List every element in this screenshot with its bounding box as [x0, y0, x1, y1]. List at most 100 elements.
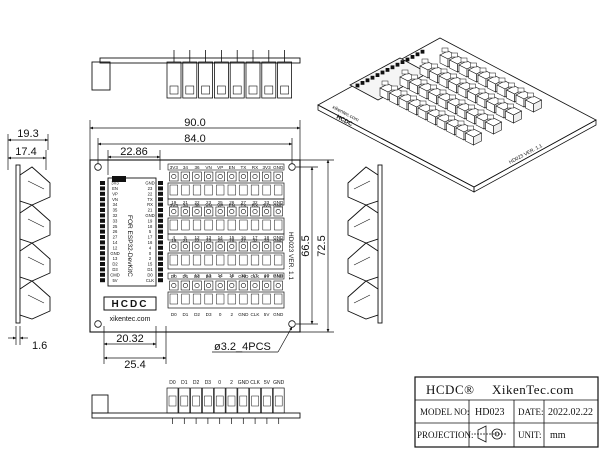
terminal-label-bottom: 5V: [264, 312, 271, 317]
terminal-label-bottom: 15: [229, 273, 235, 278]
module-pin-label-left: 32: [113, 213, 118, 218]
terminal-label-bottom: 3V3: [170, 203, 179, 208]
screw-terminal: [250, 280, 260, 291]
screw-terminal: [192, 171, 202, 182]
module-pin-label-right: TX: [147, 197, 153, 202]
header-pin: [100, 267, 105, 272]
dim-hole-spacing-y: 66.5: [300, 235, 312, 256]
terminal-label-bottom: D1: [182, 312, 188, 317]
top-elevation-view: [91, 50, 301, 99]
iso-terminal: [524, 92, 543, 113]
dim-pitch-b: 25.4: [124, 359, 145, 371]
terminal-label-bottom: 32: [252, 238, 258, 243]
screw-terminal: [261, 171, 272, 182]
terminal-side-profile: [198, 50, 214, 99]
terminal-label-bottom: 23: [206, 238, 212, 243]
iso-header-pin: [410, 55, 415, 59]
terminal-label-top: D0: [171, 274, 177, 279]
module-pin-label-right: 2: [149, 256, 152, 261]
terminal-label-bottom: VN: [205, 203, 211, 208]
terminal-label-bottom: 12: [194, 273, 200, 278]
terminal-label-top: 15: [229, 235, 235, 240]
board-site: xikentec.com: [110, 316, 151, 323]
screw-terminal: [250, 241, 260, 252]
header-pin: [158, 240, 163, 245]
screw-terminal: [250, 206, 260, 217]
terminal-label-bottom: 18: [264, 273, 270, 278]
header-pin: [158, 197, 163, 202]
terminal-side-profile: [229, 50, 245, 99]
terminal-label-bottom: GND: [273, 238, 284, 243]
screw-terminal: [204, 206, 214, 217]
header-pin: [158, 186, 163, 191]
terminal-label-top: 21: [183, 200, 189, 205]
terminal-label-top: D1: [182, 274, 188, 279]
terminal-label-bottom: 2: [231, 312, 234, 317]
mount-hole-tl: [94, 163, 102, 171]
bottom-terminal-label: CLK: [250, 380, 260, 386]
terminal-side-profile: [277, 50, 293, 99]
screw-terminal: [238, 280, 249, 291]
side-terminal-profile: [347, 166, 379, 206]
screw-terminal: [169, 241, 179, 252]
module-pin-label-right: 4: [149, 245, 152, 250]
bottom-terminal-label: D1: [181, 380, 188, 386]
header-pin: [100, 218, 105, 223]
terminal-label-bottom: 4: [173, 273, 176, 278]
module-pin-label-right: 17: [148, 235, 153, 240]
screw-terminal: [169, 206, 179, 217]
dim-pitch-a: 20.32: [116, 333, 144, 345]
dim-hole-diameter: ø3.2_4PCS: [214, 341, 271, 353]
header-pin: [158, 181, 163, 185]
header-pin: [100, 186, 105, 191]
terminal-label-top: 0: [219, 274, 222, 279]
module-pin-label-right: 22: [148, 191, 153, 196]
title-brand: HCDC®: [426, 382, 475, 397]
screw-terminal: [273, 171, 283, 182]
screw-terminal: [204, 280, 214, 291]
terminal-label-top: 12: [194, 235, 200, 240]
module-pin-label-right: 18: [148, 224, 153, 229]
module-pin-label-left: D3: [112, 267, 118, 272]
date-value: 2022.02.22: [548, 407, 593, 418]
side-terminal-profile: [347, 280, 379, 320]
module-pin-label-left: EN: [112, 186, 118, 191]
bottom-terminal: D0: [166, 380, 179, 424]
terminal-label-bottom: CLK: [251, 312, 261, 317]
iso-header-pin: [355, 83, 360, 88]
header-pin: [158, 278, 163, 283]
terminal-label-top: 34: [183, 165, 189, 170]
screw-terminal: [204, 241, 214, 252]
terminal-label-top: GND: [238, 274, 249, 279]
antenna-marker: [112, 176, 126, 182]
terminal-label-top: 19: [171, 200, 177, 205]
bottom-terminal: 0: [213, 380, 226, 424]
module-pin-label-right: 21: [148, 208, 153, 213]
header-pin: [100, 224, 105, 229]
iso-header-pin: [420, 49, 425, 54]
dim-hole-spacing-x: 84.0: [184, 133, 205, 145]
bottom-terminal: CLK: [249, 380, 261, 424]
header-pin: [100, 235, 105, 239]
terminal-side-profile: [166, 50, 182, 99]
terminal-label-top: 3V3: [263, 165, 272, 170]
terminal-label-bottom: GND: [238, 312, 249, 317]
left-side-view: [15, 164, 51, 324]
dim-overall-width: 90.0: [184, 117, 205, 129]
header-pin: [100, 272, 105, 277]
terminal-label-bottom: 36: [194, 203, 200, 208]
screw-terminal: [238, 171, 249, 182]
screw-terminal: [169, 171, 179, 182]
header-pin: [100, 197, 105, 202]
header-pin: [158, 229, 163, 234]
dim-overall-height: 72.5: [316, 235, 328, 256]
terminal-label-top: 16: [241, 235, 247, 240]
model-label: MODEL NO:: [420, 407, 469, 417]
iso-header-pin: [395, 62, 400, 67]
module-pin-label-left: 14: [113, 240, 118, 245]
bottom-terminal: 2: [225, 380, 238, 424]
iso-header-pin: [405, 57, 410, 62]
unit-value: mm: [550, 430, 566, 441]
